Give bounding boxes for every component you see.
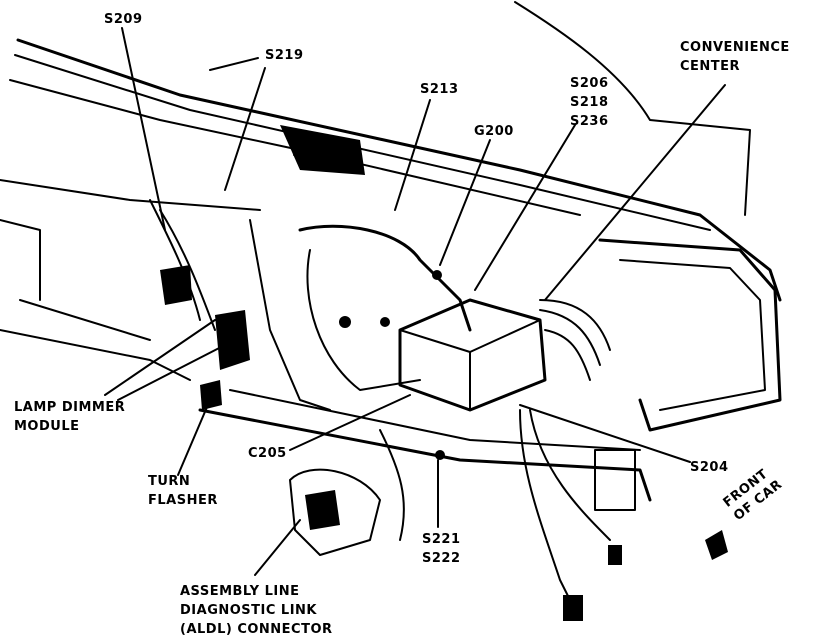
- leader-lines: [104, 27, 726, 576]
- callout-aldl-connector: ASSEMBLY LINE DIAGNOSTIC LINK (ALDL) CON…: [180, 584, 333, 637]
- front-arrow-icon: [705, 530, 728, 560]
- callout-s213: S213: [420, 82, 459, 97]
- callout-s204: S204: [690, 460, 729, 475]
- callout-s206-s218-s236: S206 S218 S236: [570, 76, 609, 129]
- callout-turn-flasher: TURN FLASHER: [148, 474, 218, 508]
- callout-g200: G200: [474, 124, 514, 139]
- callout-s209: S209: [104, 12, 143, 27]
- callout-lamp-dimmer-module: LAMP DIMMER MODULE: [14, 400, 126, 434]
- callout-c205: C205: [248, 446, 287, 461]
- callout-convenience-center: CONVENIENCE CENTER: [680, 40, 790, 74]
- callout-s221-s222: S221 S222: [422, 532, 461, 566]
- callout-s219: S219: [265, 48, 304, 63]
